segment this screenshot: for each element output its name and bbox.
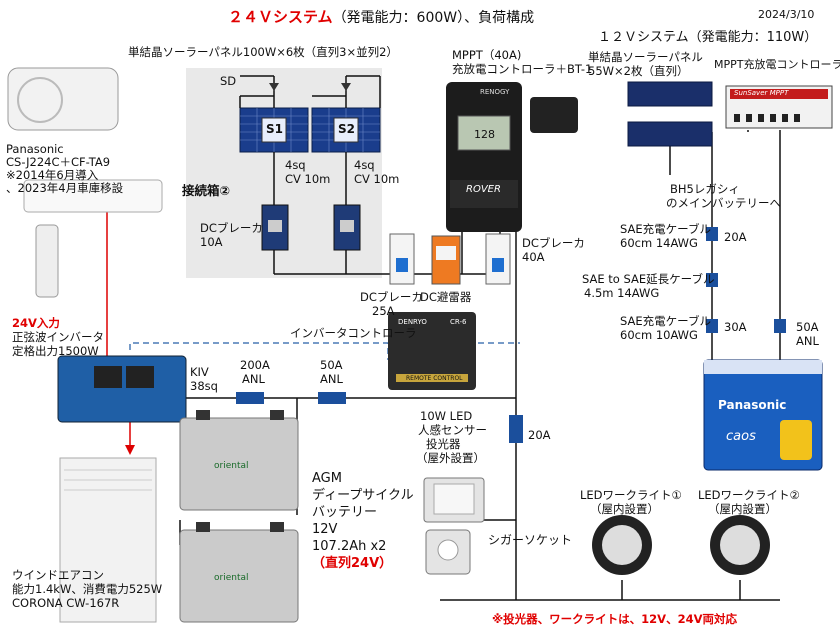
led-line1: 10W LED	[420, 409, 473, 423]
cr-model: CR-6	[450, 318, 467, 326]
sys12-fuse3: 30A	[724, 320, 747, 334]
sys12-sae3-a: SAE充電ケーブル	[620, 314, 711, 328]
aircon-line2: CS-J224C＋CF-TA9	[6, 155, 111, 169]
s1-label: S1	[266, 122, 283, 136]
battery-line4: 12V	[312, 522, 338, 537]
mppt40-label-b: 充放電コントローラ＋BT-1	[452, 62, 593, 76]
work2-line2: （屋内設置）	[708, 502, 777, 516]
battery-line5: 107.2Ah x2	[312, 539, 387, 554]
sys12-bh5-a: BH5レガシィ	[670, 182, 740, 196]
anl50-b: ANL	[320, 372, 343, 386]
dc-breaker-10a-s1	[261, 204, 289, 251]
battery-line3: バッテリー	[312, 505, 378, 520]
anl50-a: 50A	[320, 358, 343, 372]
battery2-brand: oriental	[214, 573, 249, 583]
cigar-socket-label: シガーソケット	[488, 533, 573, 547]
sys12-mppt: MPPT充放電コントローラ	[714, 58, 840, 71]
cable1-a: 4sq	[285, 158, 306, 172]
breaker40-b: 40A	[522, 250, 545, 264]
led-line2: 人感センサー	[418, 423, 487, 437]
inverter-line2: 正弦波インバータ	[12, 330, 104, 344]
mppt40-display: 128	[474, 128, 495, 141]
anl-fuse-50a	[318, 392, 346, 404]
sys12-fuse1: 20A	[724, 230, 747, 244]
cr-brand: DENRYO	[398, 318, 427, 326]
sys12-mppt-brand: SunSaver MPPT	[734, 89, 789, 97]
sys12-anl-a: 50A	[796, 320, 819, 334]
work2-line1: LEDワークライト②	[698, 488, 800, 502]
breaker10-a: DCブレーカ	[200, 221, 263, 235]
aircon-line4: 、2023年4月車庫移設	[6, 181, 124, 195]
breaker25-b: 25A	[372, 304, 395, 318]
breaker25-a: DCブレーカ	[360, 290, 423, 304]
sys12-sae2-b: 4.5m 14AWG	[584, 286, 660, 300]
cable1-b: CV 10m	[285, 172, 331, 186]
title-main: ２４Ｖシステム	[228, 8, 333, 26]
mppt40-brand: RENOGY	[480, 88, 510, 96]
cable2-a: 4sq	[354, 158, 375, 172]
arrester-label: DC避雷器	[420, 290, 472, 304]
sys12-panel-a: 単結晶ソーラーパネル	[588, 50, 703, 64]
inverter-controller-label: インバータコントローラ	[290, 326, 417, 340]
work1-line2: （屋内設置）	[590, 502, 659, 516]
window-ac-line1: ウインドエアコン	[12, 568, 104, 582]
inverter-line1: 24V入力	[12, 316, 60, 330]
sys12-sae1-b: 60cm 14AWG	[620, 236, 698, 250]
sys12-sae2-a: SAE to SAE延長ケーブル	[582, 272, 715, 286]
breaker40-a: DCブレーカ	[522, 236, 585, 250]
cable2-b: CV 10m	[354, 172, 400, 186]
aircon-line3: ※2014年6月導入	[6, 168, 99, 182]
inverter-line3: 定格出力1500W	[12, 344, 99, 358]
mppt40-label-a: MPPT（40A)	[452, 48, 522, 62]
window-ac-line3: CORONA CW-167R	[12, 596, 120, 610]
anl200-b: ANL	[242, 372, 265, 386]
sys12-sae3-b: 60cm 10AWG	[620, 328, 698, 342]
breaker10-b: 10A	[200, 235, 223, 249]
battery-line6: （直列24V）	[312, 556, 393, 571]
sd-label: SD	[220, 74, 237, 88]
s2-label: S2	[338, 122, 355, 136]
sys12-sae1-a: SAE充電ケーブル	[620, 222, 711, 236]
battery1-brand: oriental	[214, 461, 249, 471]
fuse-20a	[509, 415, 523, 443]
aircon-line1: Panasonic	[6, 142, 64, 156]
anl200-a: 200A	[240, 358, 270, 372]
sys12-battery-brand: Panasonic	[718, 398, 787, 412]
sys12-anl-b: ANL	[796, 334, 819, 348]
date: 2024/3/10	[758, 8, 815, 21]
sys12-title: １２Ｖシステム（発電能力：110W）	[598, 30, 818, 45]
fuse20-label: 20A	[528, 428, 551, 442]
anl-fuse-200a	[236, 392, 264, 404]
kiv-b: 38sq	[190, 379, 218, 393]
footnote: ※投光器、ワークライトは、12V、24V両対応	[492, 612, 737, 626]
title-sub: （発電能力：600W）、負荷構成	[332, 10, 535, 26]
panel24-label: 単結晶ソーラーパネル100W×6枚（直列3×並列2）	[128, 45, 398, 59]
work1-line1: LEDワークライト①	[580, 488, 682, 502]
led-line4: （屋外設置）	[416, 451, 485, 465]
led-line3: 投光器	[426, 437, 461, 451]
dc-breaker-10a-s2	[333, 204, 361, 251]
sys12-bh5-b: のメインバッテリーへ	[666, 196, 781, 210]
mppt40-model: ROVER	[466, 184, 501, 195]
cr-label: REMOTE CONTROL	[406, 375, 463, 382]
sys12-panel-b: 55W×2枚（直列）	[588, 64, 689, 78]
battery-line2: ディープサイクル	[312, 488, 414, 503]
sys12-battery-model: caos	[726, 429, 756, 444]
solar-panel-array-24v	[239, 107, 381, 153]
battery-line1: AGM	[312, 471, 342, 486]
junction-box-label: 接続箱②	[182, 183, 231, 198]
window-ac-line2: 能力1.4kW、消費電力525W	[12, 582, 163, 596]
kiv-a: KIV	[190, 365, 209, 379]
